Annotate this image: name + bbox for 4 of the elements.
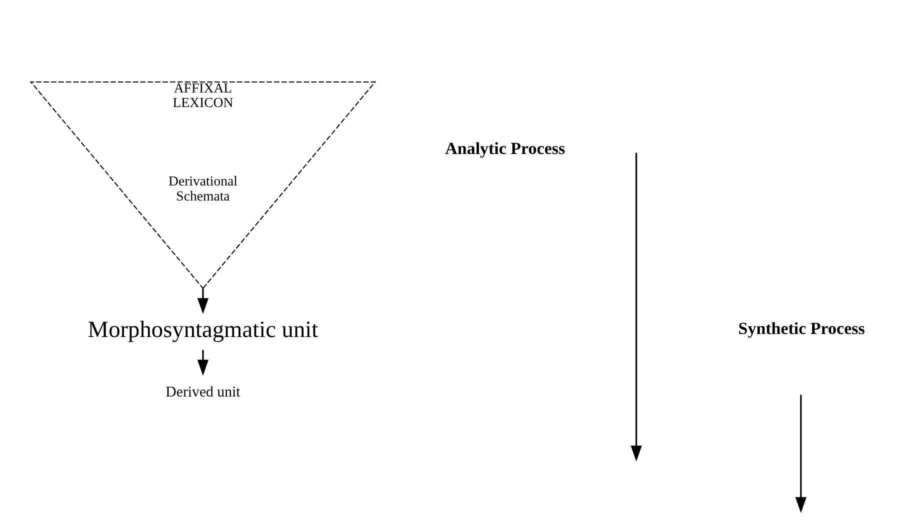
node-text: Derived unit — [165, 384, 240, 400]
label: Synthetic Process — [738, 318, 864, 338]
node-text: Morphosyntagmatic unit — [87, 316, 318, 342]
label: Analytic Process — [444, 138, 565, 158]
